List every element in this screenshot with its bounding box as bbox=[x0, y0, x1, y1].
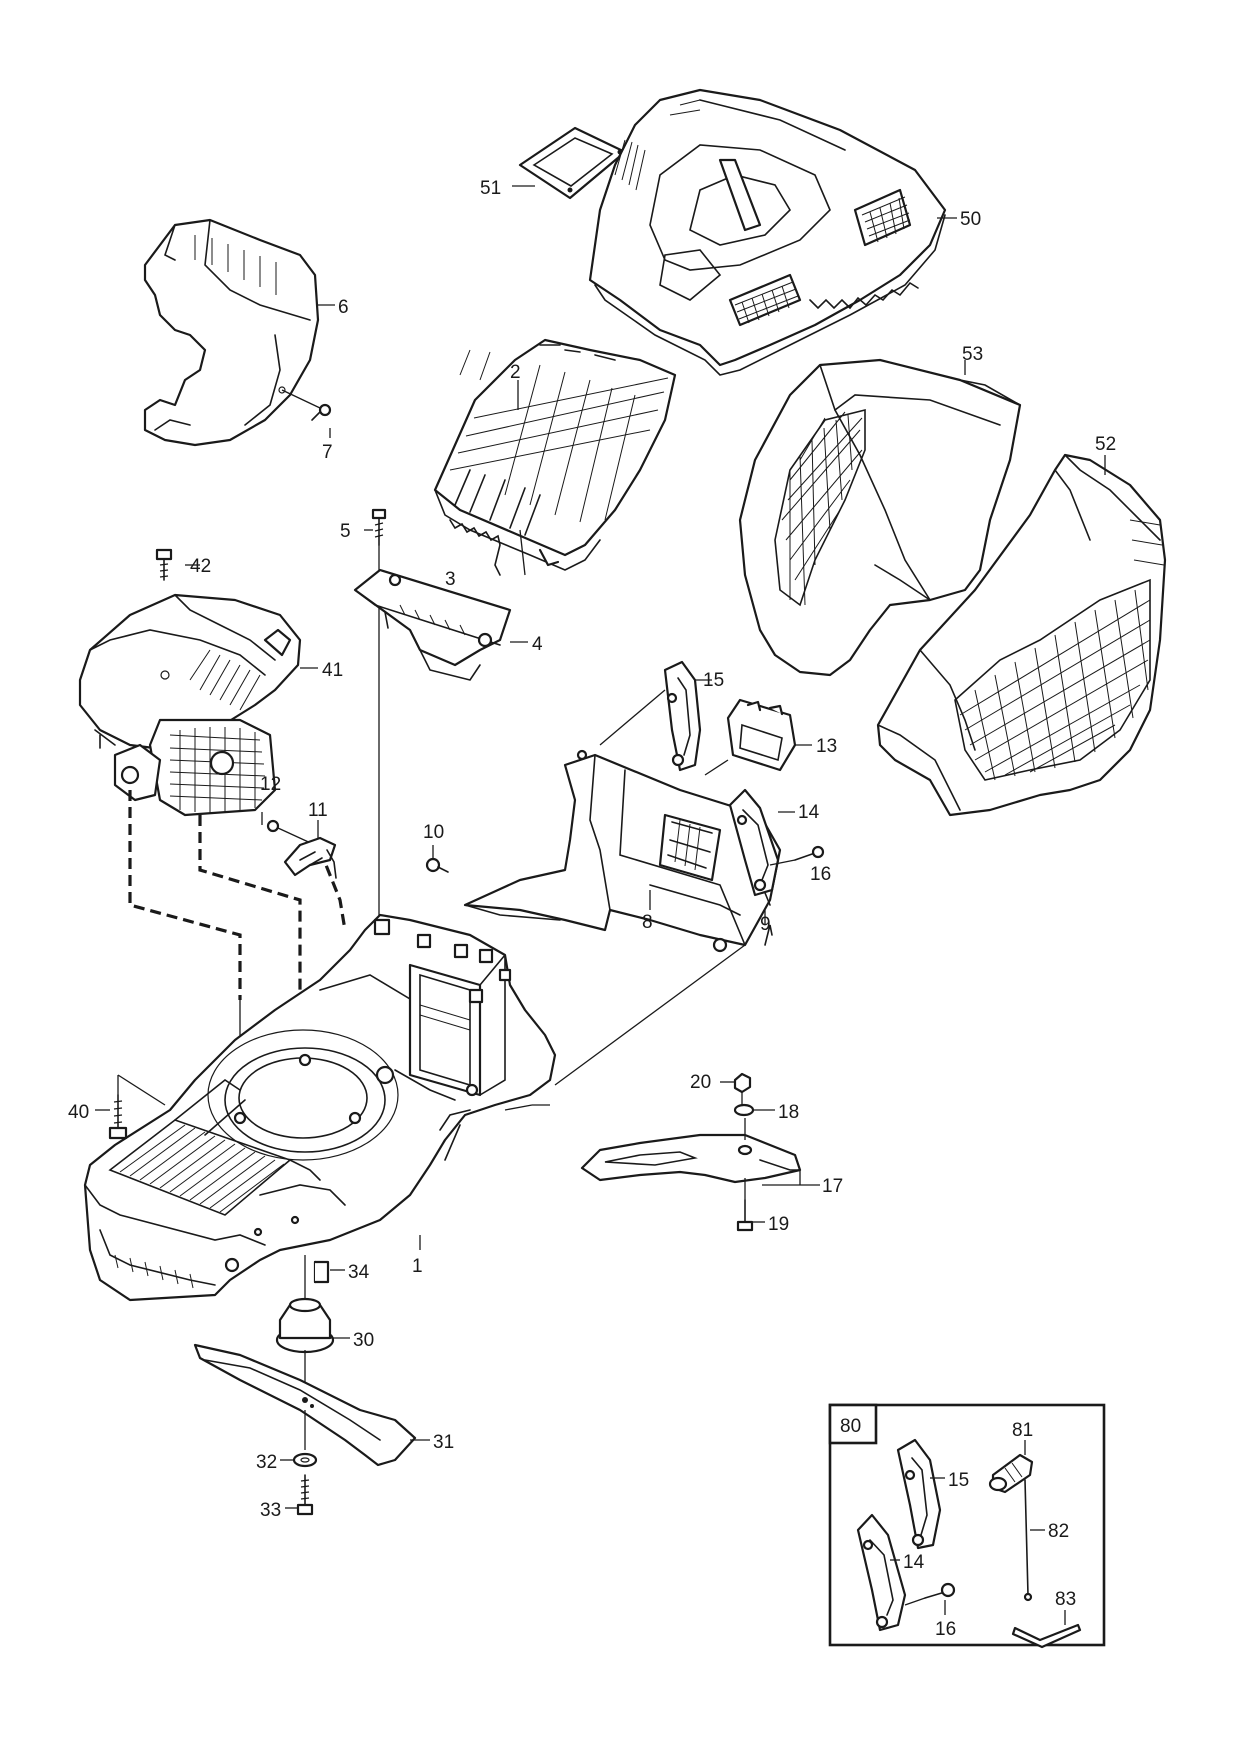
callout-17: 17 bbox=[822, 1176, 843, 1197]
callout-42: 42 bbox=[190, 556, 211, 577]
callout-10: 10 bbox=[423, 822, 444, 843]
top-cover-vent-right bbox=[853, 188, 912, 247]
callout-15: 15 bbox=[703, 670, 724, 691]
callout-1: 1 bbox=[412, 1256, 423, 1277]
part-34-key bbox=[313, 1260, 330, 1284]
kit-callout-83: 83 bbox=[1055, 1589, 1076, 1610]
part-9-pin bbox=[764, 924, 773, 946]
callout-18: 18 bbox=[778, 1102, 799, 1123]
part-6-side-cover bbox=[143, 218, 320, 447]
callout-34: 34 bbox=[348, 1262, 370, 1283]
callout-51: 51 bbox=[480, 178, 501, 199]
callout-31: 31 bbox=[433, 1432, 454, 1453]
callout-50: 50 bbox=[960, 209, 981, 230]
part-15-bracket bbox=[599, 660, 702, 772]
callout-6: 6 bbox=[338, 297, 349, 318]
part-20-nut bbox=[733, 1072, 752, 1105]
callout-32: 32 bbox=[256, 1452, 277, 1473]
part-30-blade-adapter bbox=[275, 1255, 335, 1390]
callout-20: 20 bbox=[690, 1072, 711, 1093]
part-42-bolt bbox=[155, 548, 173, 581]
part-2-battery-cover bbox=[433, 338, 677, 571]
callout-53: 53 bbox=[962, 344, 983, 365]
part-11-cable-clip bbox=[283, 836, 337, 879]
kit-80-label: 80 bbox=[840, 1416, 861, 1437]
part-14-bracket bbox=[728, 788, 780, 897]
part-8-rear-chute bbox=[463, 749, 782, 953]
kit-callout-81: 81 bbox=[1012, 1420, 1033, 1441]
callout-5: 5 bbox=[340, 521, 351, 542]
callout-41: 41 bbox=[322, 660, 343, 681]
kit-callout-15: 15 bbox=[948, 1470, 969, 1491]
callout-8: 8 bbox=[642, 912, 653, 933]
callout-4: 4 bbox=[532, 634, 543, 655]
callout-labels: 51 50 6 7 2 53 52 5 3 42 4 41 15 13 12 1… bbox=[68, 178, 1116, 1521]
part-10-screw bbox=[425, 857, 449, 873]
part-1-mower-deck bbox=[83, 913, 557, 1302]
callout-19: 19 bbox=[768, 1214, 789, 1235]
kit-80-labels: 80 15 14 16 81 82 83 bbox=[840, 1416, 1076, 1640]
callout-7: 7 bbox=[322, 442, 333, 463]
part-41-engine bbox=[78, 593, 302, 817]
part-7-screw bbox=[281, 389, 332, 421]
part-33-blade-bolt bbox=[296, 1474, 314, 1516]
kit-callout-14: 14 bbox=[903, 1552, 925, 1573]
callout-52: 52 bbox=[1095, 434, 1116, 455]
callout-30: 30 bbox=[353, 1330, 374, 1351]
part-18-washer bbox=[733, 1103, 775, 1117]
grass-bag-shell-mesh bbox=[954, 578, 1151, 781]
callout-14: 14 bbox=[798, 802, 820, 823]
callout-leaders bbox=[95, 185, 1066, 1625]
callout-12: 12 bbox=[260, 774, 281, 795]
callout-16: 16 bbox=[810, 864, 831, 885]
callout-9: 9 bbox=[760, 914, 771, 935]
part-50-top-cover bbox=[588, 88, 947, 376]
part-53-grass-bag-frame bbox=[738, 358, 1022, 677]
leader-8-to-deck bbox=[554, 944, 746, 1086]
part-19-bolt bbox=[736, 1199, 754, 1232]
part-32-washer bbox=[292, 1452, 318, 1468]
part-17-mulch-plate bbox=[580, 1118, 802, 1200]
callout-2: 2 bbox=[510, 362, 521, 383]
part-16-screw bbox=[769, 845, 825, 866]
callout-40: 40 bbox=[68, 1102, 89, 1123]
part-40-bolt bbox=[108, 1074, 166, 1140]
kit-80-box bbox=[828, 1403, 1106, 1649]
callout-33: 33 bbox=[260, 1500, 281, 1521]
callout-13: 13 bbox=[816, 736, 837, 757]
top-cover-vent-left bbox=[728, 273, 802, 327]
part-4-hinge-bracket bbox=[353, 568, 512, 681]
callout-3: 3 bbox=[445, 569, 456, 590]
part-31-blade bbox=[193, 1343, 417, 1467]
part-13-catch bbox=[704, 698, 797, 776]
grass-bag-mesh bbox=[774, 408, 866, 607]
part-3-spring bbox=[449, 519, 526, 576]
kit-callout-82: 82 bbox=[1048, 1521, 1069, 1542]
callout-11: 11 bbox=[308, 800, 328, 821]
kit-callout-16: 16 bbox=[935, 1619, 956, 1640]
part-52-grass-bag-shell bbox=[876, 453, 1167, 817]
